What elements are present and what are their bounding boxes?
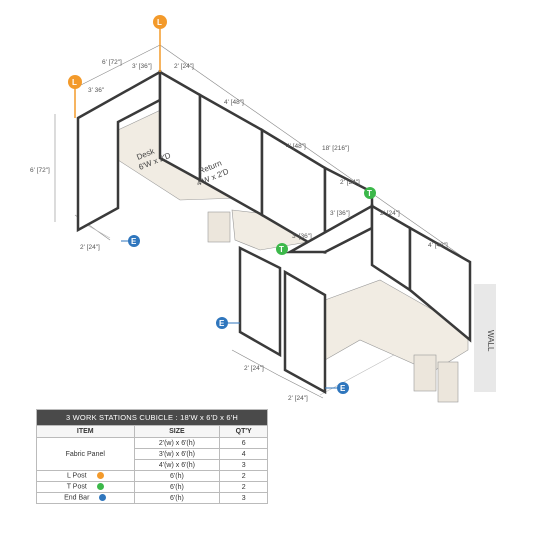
end-bar-marker-1 (128, 235, 140, 247)
t-post-legend-dot (96, 483, 104, 491)
end-bar-legend-dot (99, 494, 107, 502)
dim-2ft-mid: 2' [24"] (340, 179, 360, 186)
end-bar-marker-2-text: E (219, 319, 225, 328)
spec-table-title: 3 WORK STATIONS CUBICLE : 18'W x 6'D x 6… (36, 409, 268, 426)
t-post-markers: T T (276, 187, 376, 255)
header-item: ITEM (36, 425, 135, 438)
end-bar-marker-3 (337, 382, 349, 394)
dim-6ft-top: 6' [72"] (102, 59, 122, 66)
fabric-size-2: 3'(w) x 6'(h) (133, 448, 221, 460)
dim-18ft: 18' [216"] (322, 145, 349, 152)
wall (474, 284, 496, 392)
end-bar-marker-1-text: E (131, 237, 137, 246)
dim-2ft-mid-right: 2' [24"] (380, 210, 400, 217)
dim-3ft-top: 3' [36"] (132, 63, 152, 70)
desk-surface-2 (324, 279, 469, 373)
t-post-marker-2 (276, 243, 288, 255)
end-bar-item: End Bar (64, 494, 90, 502)
t-post-marker-1-text: T (367, 189, 372, 198)
post-row-t: T Post (36, 481, 135, 493)
fabric-size-1: 2'(w) x 6'(h) (133, 437, 221, 449)
dim-4ft-b: 4' [48"] (286, 143, 306, 150)
t-post-size: 6'(h) (133, 481, 221, 493)
spec-table: 3 WORK STATIONS CUBICLE : 18'W x 6'D x 6… (36, 409, 268, 504)
end-bar-markers: E E E (121, 235, 349, 394)
t-post-marker-2-text: T (279, 245, 284, 254)
fabric-panel-label: Fabric Panel (36, 437, 135, 471)
l-post-legend-dot (96, 472, 104, 480)
dim-4ft-a: 4' [48"] (224, 99, 244, 106)
l-post-marker-1 (68, 75, 82, 89)
dim-3ft-left: 3' 36" (88, 87, 105, 94)
dim-2ft-bottom-a: 2' [24"] (244, 365, 264, 372)
end-bar-marker-2 (216, 317, 228, 329)
dim-6ft-side: 6' [72"] (30, 167, 50, 174)
l-post-markers: L L (68, 15, 167, 118)
dim-2ft-bottom-b: 2' [24"] (288, 395, 308, 402)
dim-2ft-left-bottom: 2' [24"] (80, 244, 100, 251)
t-post-item: T Post (66, 483, 87, 491)
header-qty: QT'Y (219, 425, 268, 438)
l-post-qty: 2 (219, 470, 268, 482)
post-row-l: L Post (36, 470, 135, 482)
dim-3ft-mid: 3' [36"] (330, 210, 350, 217)
l-post-marker-2-text: L (157, 18, 162, 27)
dim-4ft-right: 4' [48"] (428, 242, 448, 249)
wall-label: WALL (486, 330, 495, 352)
l-post-marker-1-text: L (72, 78, 77, 87)
dim-3ft-lower: 3' [36"] (292, 233, 312, 240)
l-post-size: 6'(h) (133, 470, 221, 482)
fabric-qty-2: 4 (219, 448, 268, 460)
panels (76, 69, 472, 395)
end-bar-marker-3-text: E (340, 384, 346, 393)
post-row-end: End Bar (36, 492, 135, 504)
header-size: SIZE (133, 425, 221, 438)
dim-2ft-top: 2' [24"] (174, 63, 194, 70)
l-post-marker-2 (153, 15, 167, 29)
t-post-marker-1 (364, 187, 376, 199)
fabric-size-3: 4'(w) x 6'(h) (133, 459, 221, 471)
fabric-qty-3: 3 (219, 459, 268, 471)
pedestals (207, 211, 459, 403)
l-post-item: L Post (66, 472, 87, 480)
fabric-qty-1: 6 (219, 437, 268, 449)
end-bar-qty: 3 (219, 492, 268, 504)
t-post-qty: 2 (219, 481, 268, 493)
end-bar-size: 6'(h) (133, 492, 221, 504)
